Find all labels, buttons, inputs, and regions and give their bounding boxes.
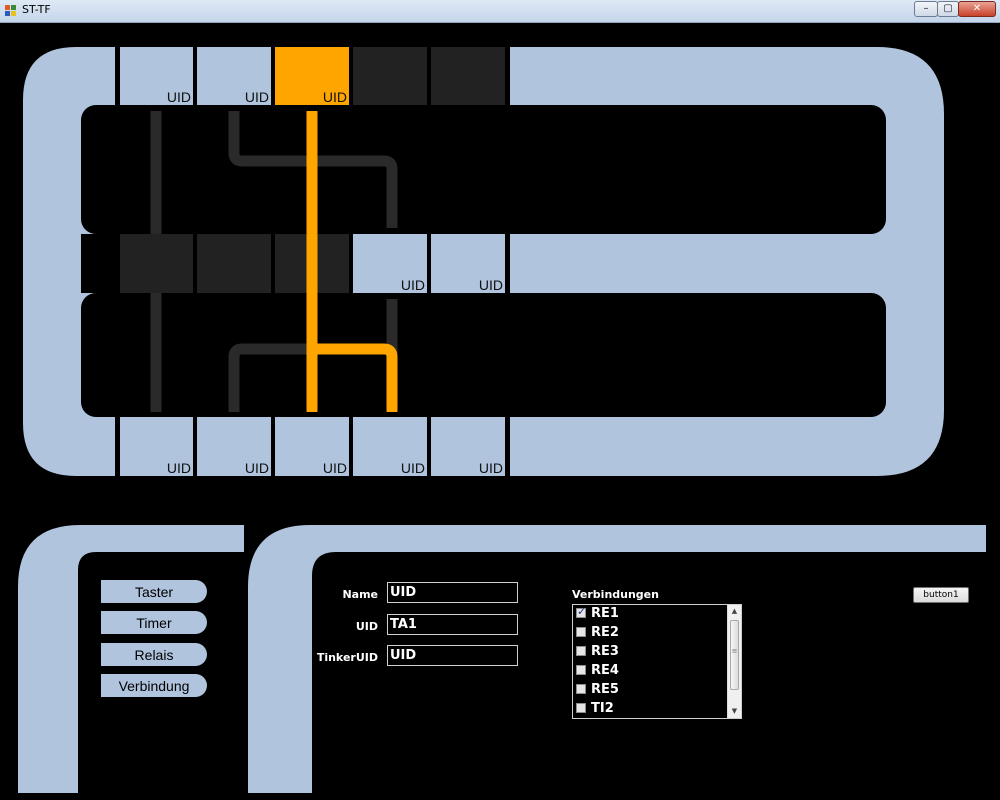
button1[interactable]: button1: [913, 587, 969, 603]
slot-uid-label: UID: [322, 89, 347, 105]
title-bar[interactable]: ST-TF – ▢ ✕: [0, 0, 1000, 23]
slot-uid-label: UID: [478, 460, 503, 476]
slot-uid-label: UID: [244, 460, 269, 476]
connection-item-re4[interactable]: RE4: [575, 662, 725, 680]
board-window-lower: [81, 293, 886, 417]
connection-item-re5[interactable]: RE5: [575, 681, 725, 699]
top-slot-1[interactable]: UID: [120, 47, 193, 105]
bottom-slot-2[interactable]: UID: [197, 417, 271, 476]
checkbox[interactable]: [576, 627, 586, 637]
checkbox[interactable]: ✓: [576, 605, 587, 618]
top-slot-4-empty[interactable]: [353, 47, 427, 105]
scroll-thumb[interactable]: ≡: [730, 620, 739, 690]
connections-label: Verbindungen: [572, 588, 659, 601]
slot-uid-label: UID: [478, 277, 503, 293]
scroll-up-icon[interactable]: ▲: [731, 607, 738, 615]
connections-scrollbar[interactable]: ▲ ≡ ▼: [727, 605, 741, 718]
tinkeruid-input[interactable]: [387, 645, 518, 666]
uid-input[interactable]: [387, 614, 518, 635]
checkbox[interactable]: [576, 646, 586, 656]
middle-slot-5[interactable]: UID: [431, 234, 505, 293]
checkbox[interactable]: [576, 684, 586, 694]
menu-verbindung-button[interactable]: Verbindung: [101, 674, 207, 697]
board-window-upper: [81, 105, 886, 234]
connection-item-re2[interactable]: RE2: [575, 624, 725, 642]
menu-relais-button[interactable]: Relais: [101, 643, 207, 666]
connection-label: RE3: [591, 644, 619, 659]
connection-item-re3[interactable]: RE3: [575, 643, 725, 661]
client-area: UID UID UID UID UID UID UID UID UID UID: [6, 23, 994, 794]
bottom-slot-4[interactable]: UID: [353, 417, 427, 476]
slot-uid-label: UID: [166, 89, 191, 105]
top-slot-2[interactable]: UID: [197, 47, 271, 105]
slot-uid-label: UID: [400, 460, 425, 476]
close-button[interactable]: ✕: [958, 1, 996, 17]
connection-label: RE4: [591, 663, 619, 678]
slot-uid-label: UID: [400, 277, 425, 293]
detail-panel-frame: [248, 525, 986, 793]
menu-panel-frame: [18, 525, 244, 793]
slot-uid-label: UID: [322, 460, 347, 476]
middle-slot-3-empty[interactable]: [275, 234, 349, 293]
top-slot-5-empty[interactable]: [431, 47, 505, 105]
name-input[interactable]: [387, 582, 518, 603]
connection-label: RE1: [591, 606, 619, 621]
connection-item-ti2[interactable]: TI2: [575, 700, 725, 718]
menu-timer-button[interactable]: Timer: [101, 611, 207, 634]
top-slot-3-active[interactable]: UID: [275, 47, 349, 105]
menu-taster-button[interactable]: Taster: [101, 580, 207, 603]
scroll-down-icon[interactable]: ▼: [731, 707, 738, 715]
maximize-button[interactable]: ▢: [937, 1, 959, 17]
middle-row-left-gap: [81, 234, 115, 293]
slot-uid-label: UID: [244, 89, 269, 105]
connection-label: RE5: [591, 682, 619, 697]
check-mark-icon: ✓: [577, 605, 587, 618]
connection-item-re1[interactable]: ✓ RE1: [575, 605, 725, 623]
scroll-grip-icon: ≡: [731, 647, 738, 655]
bottom-slot-3[interactable]: UID: [275, 417, 349, 476]
minimize-button[interactable]: –: [914, 1, 938, 17]
checkbox[interactable]: [576, 703, 586, 713]
bottom-slot-5[interactable]: UID: [431, 417, 505, 476]
maximize-icon: ▢: [943, 3, 953, 14]
close-icon: ✕: [972, 3, 982, 14]
middle-slot-4[interactable]: UID: [353, 234, 427, 293]
tinkeruid-label: TinkerUID: [316, 651, 378, 664]
connections-list[interactable]: ✓ RE1 RE2 RE3 RE4 RE5 TI2: [572, 604, 742, 719]
bottom-slot-1[interactable]: UID: [120, 417, 193, 476]
minimize-icon: –: [923, 3, 929, 14]
slot-uid-label: UID: [166, 460, 191, 476]
middle-slot-2-empty[interactable]: [197, 234, 271, 293]
window-title: ST-TF: [22, 3, 51, 16]
uid-label: UID: [355, 620, 378, 633]
connection-label: RE2: [591, 625, 619, 640]
middle-slot-1-empty[interactable]: [120, 234, 193, 293]
connection-label: TI2: [591, 701, 614, 716]
slot-separators: [115, 47, 510, 476]
name-label: Name: [342, 588, 378, 601]
checkbox[interactable]: [576, 665, 586, 675]
app-icon: [5, 5, 17, 17]
